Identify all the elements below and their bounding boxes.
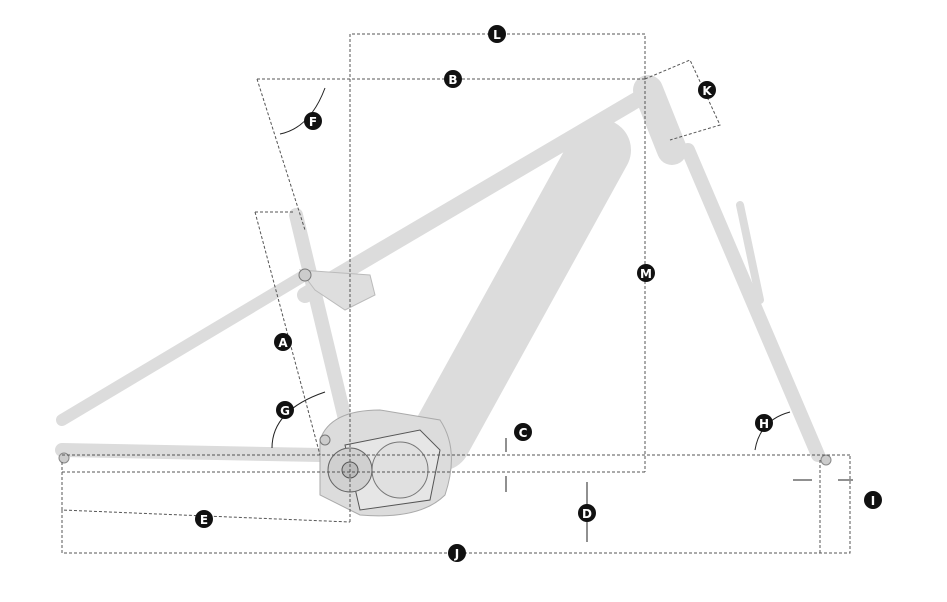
fork-upper [681,143,825,462]
dimension-lines [61,33,851,554]
svg-text:E: E [200,513,208,527]
rear-axle [58,452,70,464]
front-axle [820,454,832,466]
marker-A: A [274,333,292,351]
down-tube [409,119,631,471]
dim-K [644,59,721,141]
angle-G-arrow [271,391,326,449]
marker-B: B [444,70,462,88]
svg-text:I: I [871,494,875,508]
marker-L: L [488,25,506,43]
rocker-link [298,269,376,311]
svg-text:H: H [759,417,769,431]
marker-H: H [755,414,773,432]
head-tube [633,75,687,165]
seat-stay [56,269,311,426]
marker-C: C [514,423,532,441]
fork-lower [736,201,764,304]
bike-frame [55,75,832,517]
svg-text:K: K [702,84,712,98]
marker-I: I [864,491,882,509]
svg-text:M: M [640,267,652,281]
marker-E: E [195,510,213,528]
dim-A [254,211,321,456]
svg-text:G: G [280,404,290,418]
svg-text:L: L [493,28,501,42]
svg-text:C: C [519,426,528,440]
marker-D: D [578,504,596,522]
marker-K: K [698,81,716,99]
motor-vent [371,441,429,499]
chain-stay [55,443,327,462]
svg-text:A: A [278,336,288,350]
marker-J: J [448,544,466,562]
svg-text:F: F [309,115,317,129]
svg-text:D: D [582,507,592,521]
marker-F: F [304,112,322,130]
svg-text:J: J [454,547,459,561]
dim-J [61,455,851,554]
marker-G: G [276,401,294,419]
marker-M: M [637,264,655,282]
pivot [298,268,312,282]
svg-text:B: B [448,73,457,87]
pivot [319,434,331,446]
seat-tube [289,208,357,447]
dim-F-line [256,78,306,231]
